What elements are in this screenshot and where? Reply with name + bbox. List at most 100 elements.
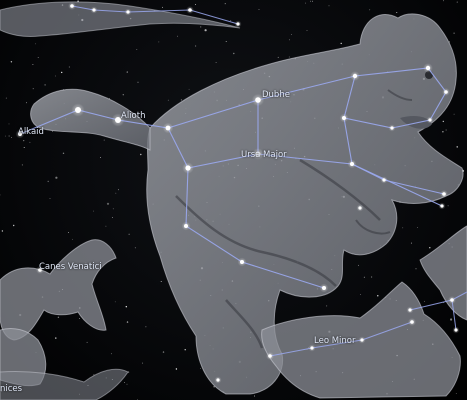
star-icon (5, 97, 7, 99)
star-icon (371, 276, 373, 278)
star-marker-icon[interactable] (440, 204, 444, 208)
star-marker-icon[interactable] (70, 4, 74, 8)
star-icon (429, 247, 431, 249)
star-marker-icon[interactable] (454, 328, 458, 332)
star-icon (160, 281, 162, 282)
star-marker-icon[interactable] (255, 97, 261, 103)
constellation-label-canes-venatici[interactable]: Canes Venatici (39, 262, 102, 272)
star-marker-icon[interactable] (390, 126, 394, 130)
star-icon (44, 84, 46, 86)
constellation-label-partial[interactable]: nices (0, 384, 23, 394)
star-icon (204, 29, 207, 32)
star-icon (162, 351, 165, 353)
star-icon (8, 135, 10, 137)
star-marker-icon[interactable] (322, 286, 326, 290)
star-marker-icon[interactable] (444, 90, 448, 94)
star-icon (103, 139, 105, 141)
star-icon (310, 0, 312, 2)
star-icon (447, 205, 449, 207)
star-icon (54, 75, 56, 77)
star-icon (10, 61, 13, 63)
star-marker-icon[interactable] (184, 224, 188, 228)
constellation-label-ursa-major[interactable]: Ursa Major (241, 150, 287, 160)
star-marker-icon[interactable] (268, 354, 272, 358)
named-stars[interactable] (15, 2, 460, 384)
star-marker-icon[interactable] (310, 346, 314, 350)
star-marker-icon[interactable] (38, 268, 42, 272)
star-marker-icon[interactable] (425, 65, 431, 71)
star-icon (128, 233, 130, 235)
star-icon (8, 123, 10, 125)
star-icon (37, 57, 39, 58)
star-icon (225, 41, 227, 43)
star-icon (363, 276, 365, 278)
star-marker-icon[interactable] (236, 22, 240, 26)
star-icon (456, 146, 458, 148)
star-marker-icon[interactable] (185, 165, 191, 171)
star-marker-icon[interactable] (115, 117, 121, 123)
star-icon (29, 141, 31, 143)
constellation-label-leo-minor[interactable]: Leo Minor (314, 336, 356, 346)
star-icon (52, 130, 54, 132)
star-icon (23, 140, 25, 142)
bottom-left-artwork (0, 368, 129, 400)
star-icon (188, 88, 190, 90)
star-icon (424, 300, 426, 302)
star-marker-icon[interactable] (216, 378, 220, 382)
star-icon (125, 306, 128, 308)
star-marker-icon[interactable] (360, 338, 364, 342)
star-marker-icon[interactable] (165, 125, 171, 131)
star-icon (162, 6, 164, 8)
star-icon (140, 153, 142, 156)
star-icon (415, 268, 417, 270)
star-marker-icon[interactable] (18, 132, 22, 136)
star-icon (453, 32, 455, 34)
star-icon (106, 202, 110, 205)
star-icon (57, 316, 60, 318)
star-icon (410, 242, 412, 244)
star-marker-icon[interactable] (188, 8, 192, 12)
star-icon (68, 232, 69, 233)
star-marker-icon[interactable] (428, 118, 432, 122)
star-icon (49, 198, 51, 200)
star-marker-icon[interactable] (255, 151, 261, 157)
star-icon (215, 62, 217, 64)
star-marker-icon[interactable] (350, 162, 354, 166)
star-icon (453, 113, 455, 115)
star-marker-icon[interactable] (92, 8, 96, 12)
star-label-alioth[interactable]: Alioth (121, 111, 146, 121)
star-label-dubhe[interactable]: Dubhe (262, 90, 290, 100)
star-icon (68, 66, 70, 68)
star-icon (115, 192, 117, 194)
star-marker-icon[interactable] (408, 308, 412, 312)
star-marker-icon[interactable] (240, 260, 244, 264)
star-icon (105, 225, 107, 227)
star-marker-icon[interactable] (75, 107, 81, 113)
star-marker-icon[interactable] (450, 298, 454, 302)
leo-minor-lines (269, 321, 413, 357)
star-icon (254, 395, 256, 397)
star-icon (277, 56, 279, 58)
star-icon (4, 135, 6, 137)
star-icon (450, 318, 453, 321)
star-icon (258, 9, 260, 11)
star-icon (124, 382, 126, 384)
star-marker-icon[interactable] (126, 10, 130, 14)
star-icon (195, 45, 197, 47)
star-icon (126, 383, 128, 385)
star-icon (145, 326, 147, 328)
star-marker-icon[interactable] (358, 206, 362, 210)
star-icon (290, 34, 292, 35)
star-icon (200, 26, 202, 28)
star-icon (61, 71, 63, 74)
star-icon (224, 3, 226, 5)
star-marker-icon[interactable] (352, 73, 358, 79)
star-marker-icon[interactable] (382, 178, 386, 182)
star-label-alkaid[interactable]: Alkaid (18, 127, 44, 137)
star-icon (445, 129, 447, 131)
star-marker-icon[interactable] (342, 116, 346, 120)
star-marker-icon[interactable] (410, 320, 414, 324)
star-marker-icon[interactable] (442, 192, 446, 196)
